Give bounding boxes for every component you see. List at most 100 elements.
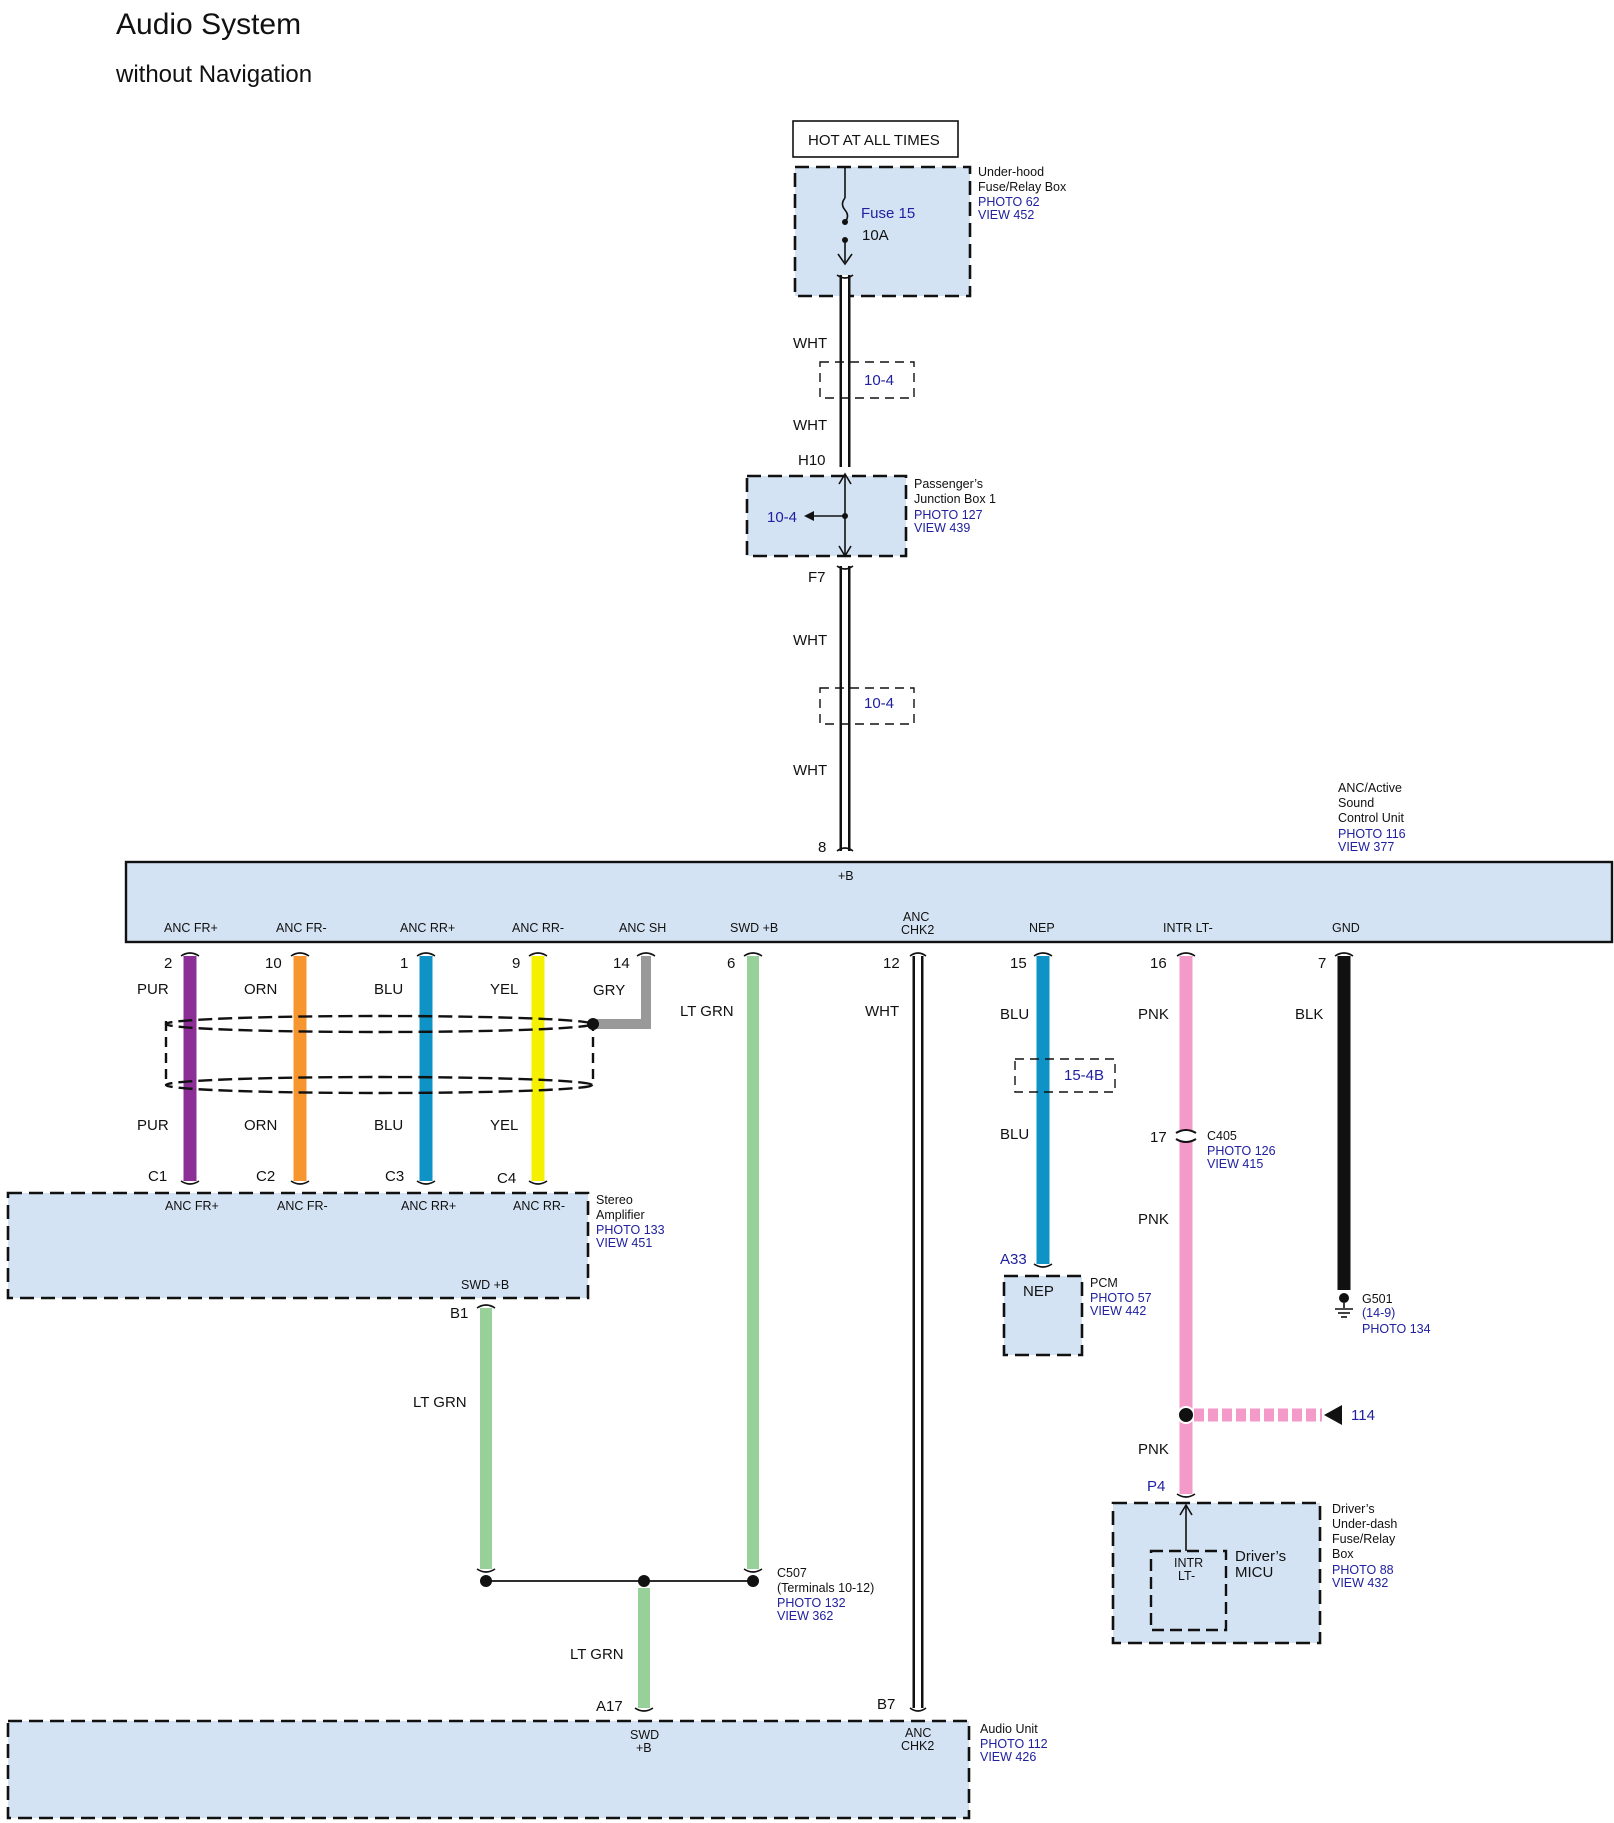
amp-pin-c4: C4 xyxy=(497,1170,516,1187)
amp-label-rr-minus: ANC RR- xyxy=(513,1199,565,1213)
offpage-arrow-icon xyxy=(1324,1405,1342,1425)
audio-swd-label-2: +B xyxy=(636,1741,652,1755)
pjb-view: VIEW 439 xyxy=(914,521,970,535)
driver-box-name-1: Driver’s xyxy=(1332,1502,1375,1516)
audio-view: VIEW 426 xyxy=(980,1750,1036,1764)
pcm-name: PCM xyxy=(1090,1276,1118,1290)
anc-power-pin: 8 xyxy=(818,839,826,856)
wire-label-pnk-2: PNK xyxy=(1138,1211,1169,1228)
wire-gry-shield xyxy=(594,956,651,1029)
pin-9: 9 xyxy=(512,955,520,972)
wire-label-yel-2: YEL xyxy=(490,1117,518,1134)
micu-pin-label-1: INTR xyxy=(1174,1556,1203,1570)
shield-sides xyxy=(164,1021,595,1085)
amp-label-fr-plus: ANC FR+ xyxy=(165,1199,219,1213)
ref-bracket-b xyxy=(819,687,915,725)
shield-ellipse-top xyxy=(164,1014,594,1034)
wire-label-blu-2: BLU xyxy=(374,1117,403,1134)
micu-input-arrow-icon xyxy=(1179,1503,1193,1516)
anc-active-sound-control-unit xyxy=(124,860,1614,944)
micu-name-1: Driver’s xyxy=(1235,1548,1286,1565)
page-subtitle: without Navigation xyxy=(115,61,312,88)
pjb-photo: PHOTO 127 xyxy=(914,508,983,522)
wire-label-orn-1: ORN xyxy=(244,981,277,998)
anc-terminal-label-gnd: GND xyxy=(1332,921,1360,935)
c405-name: C405 xyxy=(1207,1129,1237,1143)
audio-swd-label-1: SWD xyxy=(630,1728,659,1742)
driver-box-name-3: Fuse/Relay xyxy=(1332,1532,1396,1546)
underhood-name-1: Under-hood xyxy=(978,165,1044,179)
c507-photo: PHOTO 132 xyxy=(777,1596,846,1610)
c405-connector-symbol xyxy=(1175,1129,1197,1143)
pin-6: 6 xyxy=(727,955,735,972)
wire-label-pnk-3: PNK xyxy=(1138,1441,1169,1458)
drivers-underdash-fuse-relay-box xyxy=(1111,1501,1322,1645)
fuse-symbol xyxy=(841,197,849,223)
underhood-fuse-relay-box xyxy=(793,165,972,298)
micu-name-2: MICU xyxy=(1235,1564,1273,1581)
pjb-top-pin: H10 xyxy=(798,452,826,469)
wire-label-pur-2: PUR xyxy=(137,1117,169,1134)
fuse-rating: 10A xyxy=(862,227,889,244)
shield-ellipse-bottom xyxy=(164,1075,594,1095)
anc-power-label: +B xyxy=(838,869,854,883)
amp-pin-c3: C3 xyxy=(385,1168,404,1185)
wire-label-ltgrn-anc: LT GRN xyxy=(680,1003,734,1020)
audio-name: Audio Unit xyxy=(980,1722,1038,1736)
pin-1: 1 xyxy=(400,955,408,972)
driver-box-name-4: Box xyxy=(1332,1547,1354,1561)
offpage-ref: 114 xyxy=(1351,1407,1375,1424)
wire-label-ltgrn-audio: LT GRN xyxy=(570,1646,624,1663)
stereo-amplifier xyxy=(6,1191,590,1300)
amp-name-1: Stereo xyxy=(596,1193,633,1207)
underhood-name-2: Fuse/Relay Box xyxy=(978,180,1067,194)
anc-terminal-label-intr: INTR LT- xyxy=(1163,921,1213,935)
pcm-view: VIEW 442 xyxy=(1090,1304,1146,1318)
underhood-photo: PHOTO 62 xyxy=(978,195,1040,209)
wire-label-yel-1: YEL xyxy=(490,981,518,998)
anc-terminal-label-rr-plus: ANC RR+ xyxy=(400,921,455,935)
amp-photo: PHOTO 133 xyxy=(596,1223,665,1237)
amp-pin-c1: C1 xyxy=(148,1168,167,1185)
wire-label-blu-nep-1: BLU xyxy=(1000,1006,1029,1023)
pin-10: 10 xyxy=(265,955,282,972)
pjb-branch-arrow-icon xyxy=(804,511,814,521)
pcm xyxy=(1002,1274,1084,1357)
wire-label-ltgrn-amp: LT GRN xyxy=(413,1394,467,1411)
anc-terminal-label-rr-minus: ANC RR- xyxy=(512,921,564,935)
pjb-name-1: Passenger’s xyxy=(914,477,983,491)
wire-label-blk: BLK xyxy=(1295,1006,1323,1023)
audio-unit xyxy=(6,1719,971,1820)
pin-15: 15 xyxy=(1010,955,1027,972)
micu-pin-label-2: LT- xyxy=(1178,1569,1195,1583)
underhood-view: VIEW 452 xyxy=(978,208,1034,222)
ref-label-c: 15-4B xyxy=(1064,1067,1104,1084)
pjb-name-2: Junction Box 1 xyxy=(914,492,996,506)
anc-name-2: Sound xyxy=(1338,796,1374,810)
ref-bracket-a xyxy=(819,361,915,399)
page-title: Audio System xyxy=(116,8,301,41)
g501-ref: (14-9) xyxy=(1362,1306,1395,1320)
amp-swd-label: SWD +B xyxy=(461,1278,509,1292)
anc-terminal-label-fr-plus: ANC FR+ xyxy=(164,921,218,935)
c507-name: C507 xyxy=(777,1566,807,1580)
pnk-splice-dot xyxy=(1177,1406,1195,1424)
wht-label-2: WHT xyxy=(793,417,827,434)
hot-at-all-times-box xyxy=(792,120,959,158)
anc-terminal-label-nep: NEP xyxy=(1029,921,1055,935)
anc-terminal-label-chk2-1: ANC xyxy=(903,910,929,924)
pjb-ref: 10-4 xyxy=(767,509,797,526)
driver-box-photo: PHOTO 88 xyxy=(1332,1563,1394,1577)
wire-label-blu-nep-2: BLU xyxy=(1000,1126,1029,1143)
audio-swd-pin: A17 xyxy=(596,1698,623,1715)
driver-box-name-2: Under-dash xyxy=(1332,1517,1397,1531)
pcm-photo: PHOTO 57 xyxy=(1090,1291,1152,1305)
amp-pin-c2: C2 xyxy=(256,1168,275,1185)
wire-label-orn-2: ORN xyxy=(244,1117,277,1134)
ref-bracket-c xyxy=(1014,1058,1116,1093)
audio-chk-label-1: ANC xyxy=(905,1726,931,1740)
wht-label-4: WHT xyxy=(793,762,827,779)
fuse-output-arrow-icon xyxy=(837,253,853,266)
c405-photo: PHOTO 126 xyxy=(1207,1144,1276,1158)
